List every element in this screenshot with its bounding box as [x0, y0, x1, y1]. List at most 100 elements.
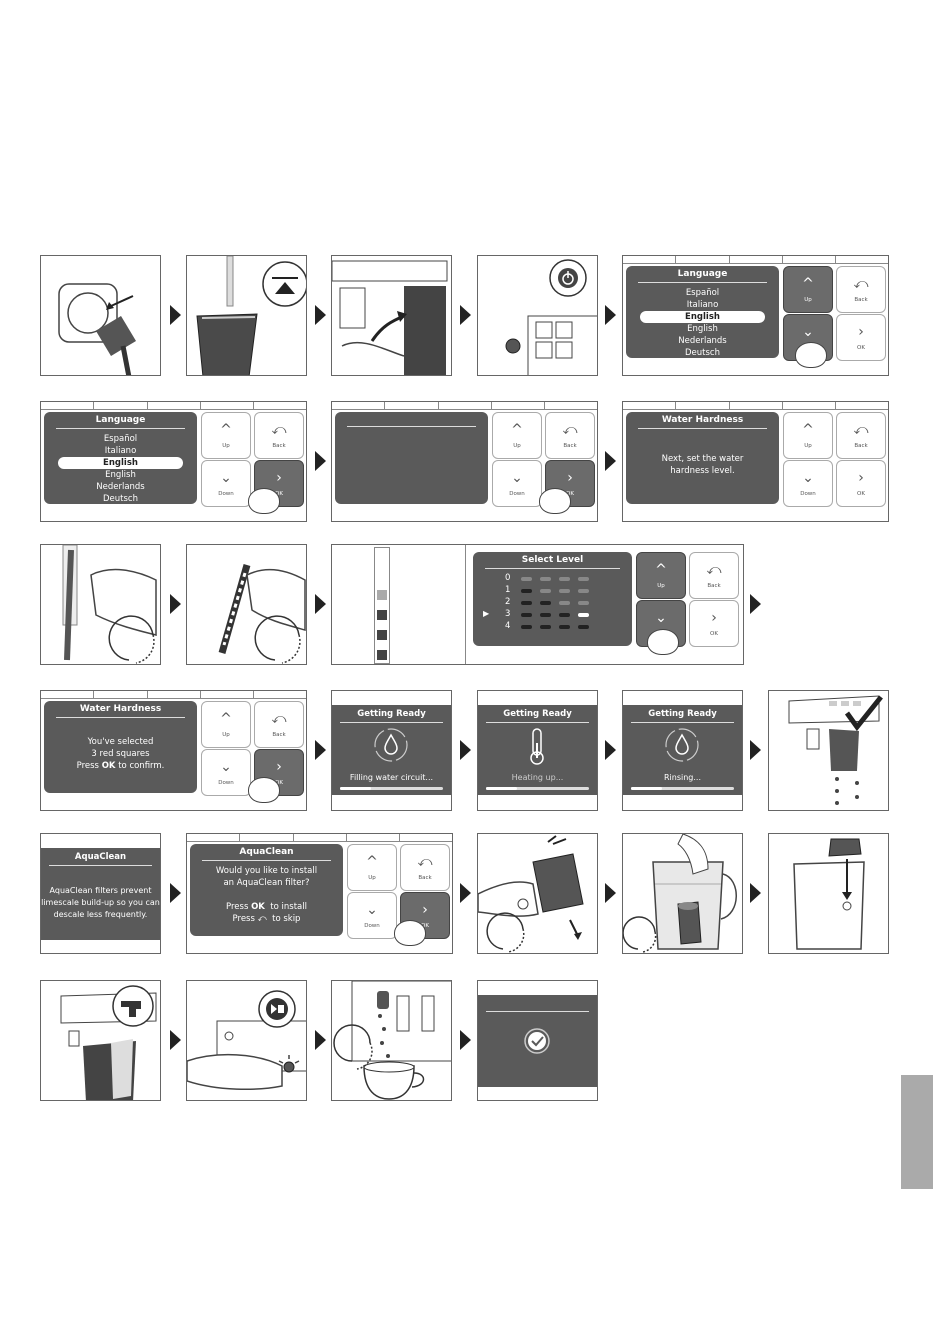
back-button[interactable]: ⤺Back [254, 412, 304, 459]
chevron-down-icon: ⌄ [493, 471, 541, 485]
next-arrow-icon [315, 1030, 326, 1050]
test-strip-squares [374, 547, 390, 664]
up-button[interactable]: ^Up [347, 844, 397, 891]
strip-square [377, 630, 387, 640]
level-row[interactable]: 1 [505, 585, 632, 597]
level-dash [559, 625, 570, 629]
up-button[interactable]: ^Up [783, 266, 833, 313]
strip-square [377, 650, 387, 660]
down-button[interactable]: ⌄Down [492, 460, 542, 507]
back-button[interactable]: ⤺Back [545, 412, 595, 459]
back-arrow-icon: ⤺ [546, 423, 594, 437]
down-button[interactable]: ⌄Down [201, 749, 251, 796]
back-button[interactable]: ⤺Back [254, 701, 304, 748]
level-row[interactable]: 0 [505, 573, 632, 585]
level-row[interactable]: ▶3 [505, 609, 632, 621]
status-text: Rinsing... [623, 773, 742, 782]
next-arrow-icon [315, 305, 326, 325]
chevron-up-icon: ^ [202, 423, 250, 437]
language-option[interactable]: Italiano [44, 445, 197, 457]
up-button[interactable]: ^Up [201, 412, 251, 459]
press-ok-line: Press OK to install [190, 901, 343, 913]
level-label: 2 [505, 597, 510, 607]
level-label: 0 [505, 573, 510, 583]
aquaclean-info-screen: AquaClean AquaClean filters prevent lime… [41, 848, 160, 940]
language-screen: Language Español Italiano English Englis… [626, 266, 779, 358]
step-getting-ready-rinsing: Getting Ready Rinsing... [622, 690, 743, 811]
message-line: AquaClean filters prevent [41, 886, 160, 895]
next-arrow-icon [170, 883, 181, 903]
step-getting-ready-heating: Getting Ready Heating up... [477, 690, 598, 811]
language-option-selected[interactable]: English [58, 457, 183, 469]
chevron-right-icon: › [255, 760, 303, 774]
language-option[interactable]: Italiano [626, 299, 779, 311]
chevron-down-icon: ⌄ [784, 325, 832, 339]
language-option[interactable]: Nederlands [626, 335, 779, 347]
panel-tabs [623, 402, 888, 410]
finger-icon [248, 488, 280, 514]
step-dip-test-strip [40, 544, 161, 665]
ok-button[interactable]: ›OK [836, 460, 886, 507]
thermometer-icon [478, 723, 597, 767]
back-arrow-icon: ⤺ [255, 423, 303, 437]
back-button[interactable]: ⤺Back [836, 266, 886, 313]
chevron-right-icon: › [837, 325, 885, 339]
ok-button[interactable]: ›OK [689, 600, 739, 647]
getting-ready-screen: Getting Ready Filling water circuit... [332, 705, 451, 795]
language-option[interactable]: Deutsch [44, 493, 197, 505]
dispense-cup-illustration [332, 981, 452, 1101]
back-button[interactable]: ⤺Back [836, 412, 886, 459]
power-button-illustration [478, 256, 598, 376]
language-screen: Language Español Italiano English Englis… [44, 412, 197, 504]
up-button[interactable]: ^Up [636, 552, 686, 599]
back-arrow-icon: ⤺ [690, 563, 738, 577]
language-option-selected[interactable]: English [640, 311, 765, 323]
insert-tank-illustration [332, 256, 452, 376]
screen-title: Language [44, 415, 197, 425]
up-button[interactable]: ^Up [492, 412, 542, 459]
language-option[interactable]: Español [626, 287, 779, 299]
step-language-confirm: Language Español Italiano English Englis… [40, 401, 307, 522]
language-option[interactable]: Deutsch [626, 347, 779, 359]
language-option[interactable]: English [44, 469, 197, 481]
back-button[interactable]: ⤺Back [400, 844, 450, 891]
step-press-start [186, 980, 307, 1101]
step-water-hardness-confirm: Water Hardness You've selected 3 red squ… [40, 690, 307, 811]
divider [465, 545, 466, 665]
up-button[interactable]: ^Up [201, 701, 251, 748]
screen-title: Water Hardness [44, 704, 197, 714]
step-plug-in [40, 255, 161, 376]
level-row[interactable]: 2 [505, 597, 632, 609]
next-arrow-icon [460, 305, 471, 325]
water-tank-illustration [187, 256, 307, 376]
level-dash [540, 601, 551, 605]
message-line: limescale build-up so you can [40, 898, 161, 907]
back-arrow-icon: ⤺ [258, 914, 267, 924]
level-dash [578, 625, 589, 629]
language-option[interactable]: Nederlands [44, 481, 197, 493]
level-row[interactable]: 4 [505, 621, 632, 633]
progress-bar [486, 787, 589, 790]
status-text: Heating up... [478, 773, 597, 782]
back-button[interactable]: ⤺Back [689, 552, 739, 599]
finger-icon [795, 342, 827, 368]
down-button[interactable]: ⌄Down [347, 892, 397, 939]
step-complete [477, 980, 598, 1101]
chevron-right-icon: › [546, 471, 594, 485]
language-option[interactable]: English [626, 323, 779, 335]
level-dash [540, 625, 551, 629]
up-button[interactable]: ^Up [783, 412, 833, 459]
down-button[interactable]: ⌄Down [783, 460, 833, 507]
next-arrow-icon [460, 1030, 471, 1050]
ok-button[interactable]: ›OK [836, 314, 886, 361]
level-dash [559, 613, 570, 617]
step-water-hardness-intro: Water Hardness Next, set the water hardn… [622, 401, 889, 522]
water-hardness-screen: Water Hardness Next, set the water hardn… [626, 412, 779, 504]
language-option[interactable]: Español [44, 433, 197, 445]
message-line: 3 red squares [44, 748, 197, 760]
down-button[interactable]: ⌄Down [201, 460, 251, 507]
next-arrow-icon [315, 451, 326, 471]
